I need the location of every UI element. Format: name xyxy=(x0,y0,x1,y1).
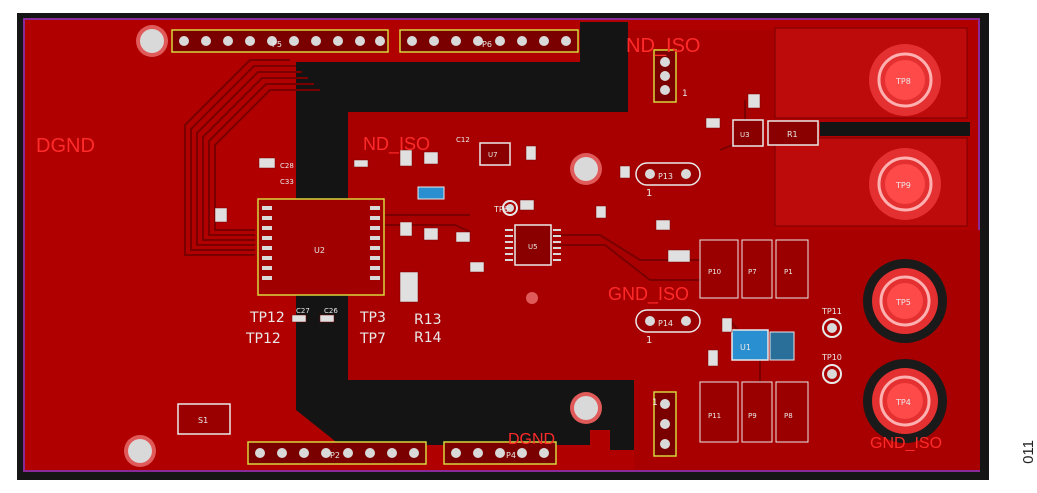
label-gnd-iso-top-right: ND_ISO xyxy=(626,35,700,57)
label-gnd-iso-lower: GND_ISO xyxy=(608,284,689,305)
label-c27: C27 xyxy=(296,307,310,315)
header-vertical-bottom xyxy=(653,391,677,457)
label-p14: P14 xyxy=(658,319,673,328)
label-u7: U7 xyxy=(488,151,498,159)
pin-one-lower-header: 1 xyxy=(652,398,658,408)
small-testpoints xyxy=(502,200,842,384)
label-tp3: TP3 xyxy=(359,310,386,326)
label-tp4: TP4 xyxy=(895,398,911,407)
label-u2: U2 xyxy=(314,246,325,255)
label-r13: R13 xyxy=(414,312,442,328)
label-p5: P5 xyxy=(272,40,282,49)
iso-copper-region xyxy=(348,30,980,470)
resistor-arrays-lower xyxy=(699,381,809,443)
label-p11: P11 xyxy=(708,412,721,420)
label-tp5: TP5 xyxy=(895,298,911,307)
label-c33: C33 xyxy=(280,178,294,186)
tp5-pad xyxy=(863,259,947,343)
label-tp8: TP8 xyxy=(895,77,911,86)
label-dgnd: DGND xyxy=(36,135,95,157)
header-vertical-top xyxy=(653,49,677,103)
label-u5: U5 xyxy=(528,243,538,251)
switch-s1 xyxy=(177,403,231,435)
smd-parts xyxy=(214,93,761,367)
ic-u7 xyxy=(479,142,511,166)
capacitor-highlight xyxy=(417,186,445,200)
label-c26: C26 xyxy=(324,307,338,315)
label-tp9: TP9 xyxy=(895,181,911,190)
label-u3: U3 xyxy=(740,131,750,139)
header-p5 xyxy=(171,29,389,53)
label-p2: P2 xyxy=(330,451,340,460)
ic-u5 xyxy=(505,224,561,266)
isolation-void-right xyxy=(610,380,634,450)
jumper-p14 xyxy=(635,309,701,333)
label-gnd-iso-mid: ND_ISO xyxy=(363,134,430,155)
tp9-pad xyxy=(869,148,941,220)
label-p7: P7 xyxy=(748,268,757,276)
label-c28: C28 xyxy=(280,162,294,170)
header-p2 xyxy=(247,441,427,465)
pin-one-right-header: 1 xyxy=(682,89,688,99)
label-s1: S1 xyxy=(198,416,208,425)
tp4-pad xyxy=(863,359,947,443)
label-tp10: TP10 xyxy=(821,353,842,362)
mounting-holes xyxy=(124,25,602,467)
ic-u2 xyxy=(257,198,385,296)
jumper-p13 xyxy=(635,162,701,186)
label-dgnd-bottom: DGND xyxy=(508,431,555,448)
label-tp7: TP7 xyxy=(359,331,386,347)
label-c12: C12 xyxy=(456,136,470,144)
label-p10: P10 xyxy=(708,268,721,276)
ic-u3 xyxy=(732,119,764,147)
pin-one-p14: 1 xyxy=(646,335,652,346)
label-r14: R14 xyxy=(414,330,442,346)
label-p4: P4 xyxy=(506,451,516,460)
label-tp12: TP12 xyxy=(249,310,285,326)
ic-u1 xyxy=(731,329,795,361)
label-r1: R1 xyxy=(787,130,798,139)
resistor-arrays-upper xyxy=(699,239,809,299)
header-p4 xyxy=(443,441,557,465)
figure-number: 011 xyxy=(1020,440,1037,464)
label-p8: P8 xyxy=(784,412,793,420)
isolation-void-top xyxy=(580,22,628,112)
label-tp6: TP6 xyxy=(493,205,509,214)
label-tp11: TP11 xyxy=(821,307,842,316)
label-u1: U1 xyxy=(740,343,751,352)
label-p1: P1 xyxy=(784,268,793,276)
label-p13: P13 xyxy=(658,172,673,181)
resistor-r1 xyxy=(767,120,819,146)
tp8-pad xyxy=(869,44,941,116)
isolation-slot xyxy=(820,122,970,136)
label-p9: P9 xyxy=(748,412,757,420)
header-p6 xyxy=(399,29,579,53)
label-tp12-b: TP12 xyxy=(245,331,281,347)
label-gnd-iso-bottom-right: GND_ISO xyxy=(870,435,942,452)
pin-one-p13: 1 xyxy=(646,188,652,199)
label-p6: P6 xyxy=(482,40,492,49)
